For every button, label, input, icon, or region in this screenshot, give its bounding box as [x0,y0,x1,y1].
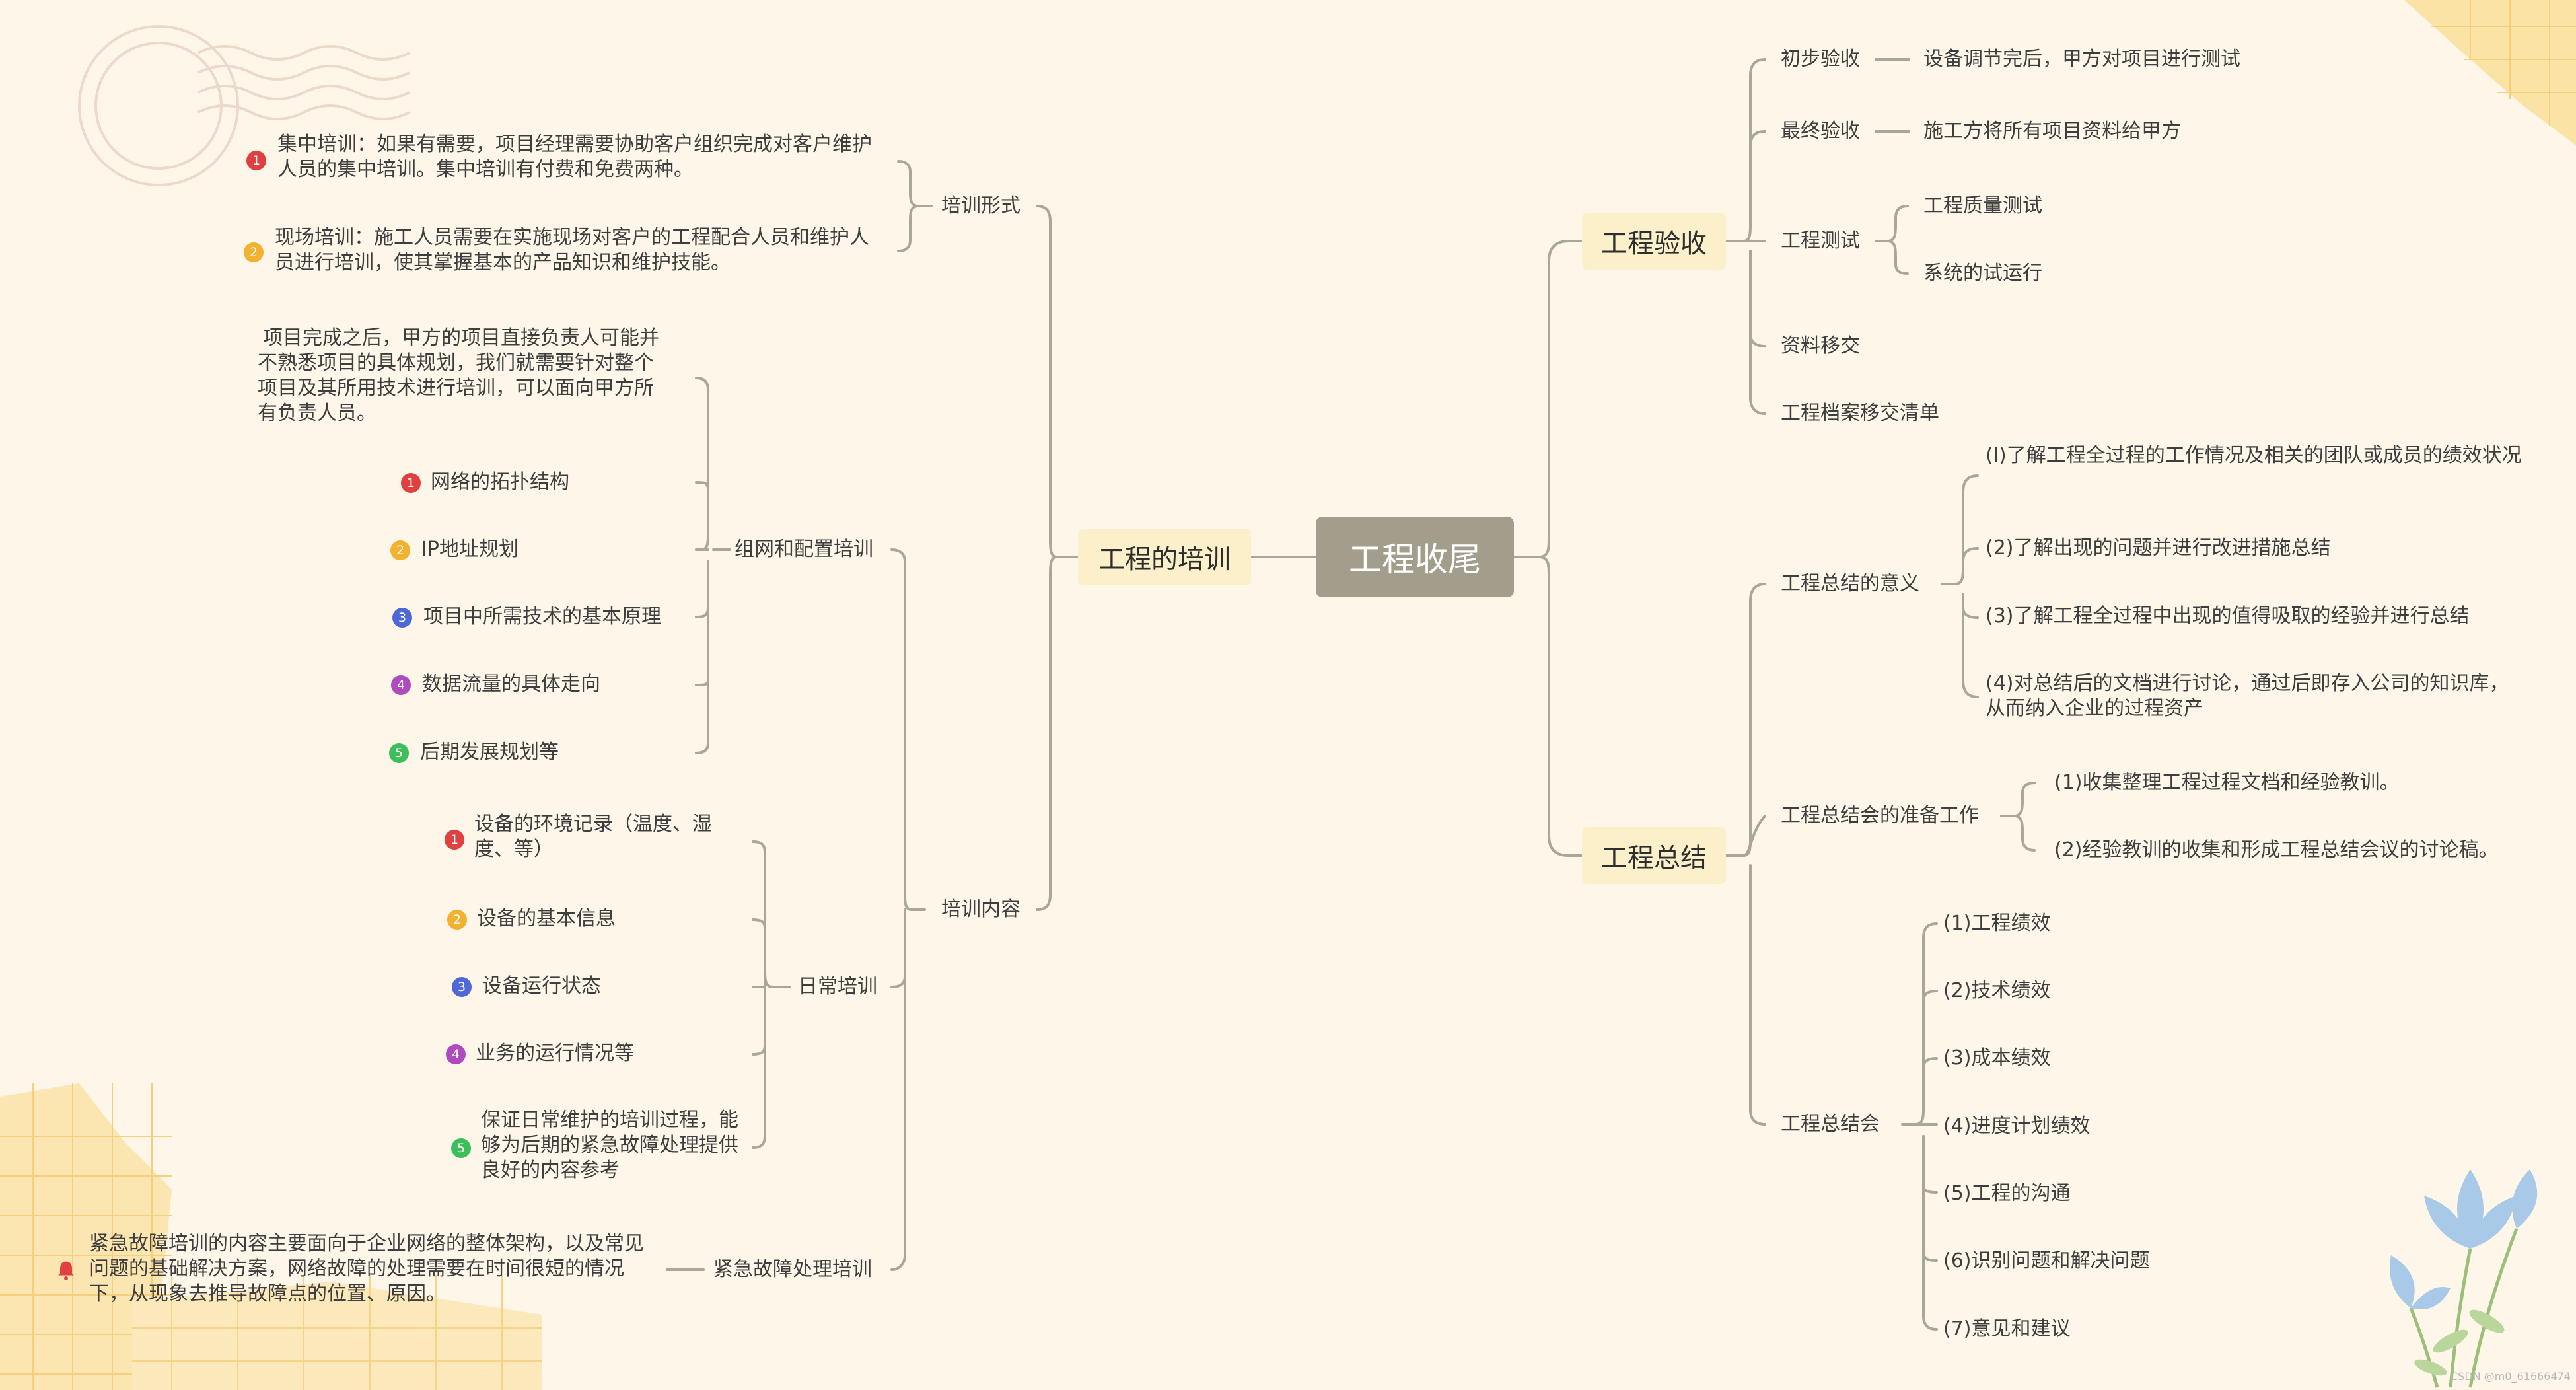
node-summary-prep[interactable]: 工程总结会的准备工作 [1781,804,1979,827]
summary-meaning-item-3[interactable]: (3)了解工程全过程中出现的值得吸取的经验并进行总结 [1986,604,2470,628]
meeting-item-4[interactable]: (4)进度计划绩效 [1943,1115,2091,1138]
number-badge-2: 2 [390,540,410,560]
main-node-training[interactable]: 工程的培训 [1078,529,1251,585]
root-node[interactable]: 工程收尾 [1316,517,1514,597]
summary-meaning-item-2[interactable]: (2)了解出现的问题并进行改进措施总结 [1986,536,2331,560]
number-badge-5: 5 [451,1138,471,1158]
summary-prep-item-1[interactable]: (1)收集整理工程过程文档和经验教训。 [2054,771,2400,794]
meeting-item-5[interactable]: (5)工程的沟通 [1943,1182,2071,1205]
number-badge-2: 2 [244,242,264,262]
node-training-content[interactable]: 培训内容 [941,898,1020,921]
node-summary-meeting[interactable]: 工程总结会 [1781,1113,1880,1136]
daily-item-1[interactable]: 设备的环境记录（温度、湿度、等） [474,813,712,861]
network-item-2[interactable]: IP地址规划 [421,538,519,561]
node-training-form[interactable]: 培训形式 [941,194,1020,217]
training-form-item-1[interactable]: 集中培训：如果有需要，项目经理需要协助客户组织完成对客户维护人员的集中培训。集中… [277,133,872,181]
emergency-desc[interactable]: 紧急故障培训的内容主要面向于企业网络的整体架构，以及常见问题的基础解决方案，网络… [89,1232,644,1305]
node-daily-training[interactable]: 日常培训 [798,975,877,998]
meeting-item-2[interactable]: (2)技术绩效 [1943,979,2051,1002]
project-test-item-2[interactable]: 系统的试运行 [1923,262,2042,285]
meeting-item-1[interactable]: (1)工程绩效 [1943,912,2051,935]
node-archive-list[interactable]: 工程档案移交清单 [1781,402,1939,425]
node-final-acceptance[interactable]: 最终验收 [1781,120,1860,143]
node-network-config-training[interactable]: 组网和配置培训 [734,538,873,561]
summary-meaning-item-4[interactable]: (4)对总结后的文档进行讨论，通过后即存入公司的知识库，从而纳入企业的过程资产 [1986,672,2509,720]
summary-meaning-item-1[interactable]: (l)了解工程全过程的工作情况及相关的团队或成员的绩效状况 [1986,444,2522,467]
number-badge-1: 1 [445,830,464,850]
meeting-item-6[interactable]: (6)识别问题和解决问题 [1943,1249,2150,1272]
daily-item-4[interactable]: 业务的运行情况等 [476,1042,634,1065]
network-item-1[interactable]: 网络的拓扑结构 [431,470,569,494]
number-badge-1: 1 [401,473,421,493]
meeting-item-7[interactable]: (7)意见和建议 [1943,1317,2071,1340]
network-item-4[interactable]: 数据流量的具体走向 [422,673,600,696]
number-badge-3: 3 [452,977,472,997]
node-initial-acceptance[interactable]: 初步验收 [1781,48,1860,71]
network-intro-text[interactable]: 项目完成之后，甲方的项目直接负责人可能并不熟悉项目的具体规划，我们就需要针对整个… [258,326,659,425]
number-badge-5: 5 [389,743,409,763]
flower-decoration [2390,1169,2538,1388]
summary-prep-item-2[interactable]: (2)经验教训的收集和形成工程总结会议的讨论稿。 [2054,838,2499,861]
number-badge-4: 4 [391,675,411,695]
bell-icon [58,1261,74,1280]
meeting-item-3[interactable]: (3)成本绩效 [1943,1046,2051,1070]
network-item-5[interactable]: 后期发展规划等 [420,741,559,764]
node-summary-meaning[interactable]: 工程总结的意义 [1781,572,1919,595]
node-data-transfer[interactable]: 资料移交 [1781,334,1860,357]
initial-acceptance-desc[interactable]: 设备调节完后，甲方对项目进行测试 [1923,48,2240,71]
project-test-item-1[interactable]: 工程质量测试 [1923,194,2042,217]
main-node-summary[interactable]: 工程总结 [1582,827,1726,884]
daily-item-5[interactable]: 保证日常维护的培训过程，能够为后期的紧急故障处理提供良好的内容参考 [481,1109,738,1182]
final-acceptance-desc[interactable]: 施工方将所有项目资料给甲方 [1923,120,2181,143]
grid-paper-decoration-top-right [2404,0,2576,145]
number-badge-2: 2 [447,910,467,930]
daily-item-3[interactable]: 设备运行状态 [482,974,601,998]
number-badge-1: 1 [246,151,266,170]
daily-item-2[interactable]: 设备的基本信息 [477,907,616,930]
number-badge-4: 4 [446,1044,466,1064]
node-emergency-training[interactable]: 紧急故障处理培训 [713,1258,872,1281]
network-item-3[interactable]: 项目中所需技术的基本原理 [423,605,661,628]
watermark-text: CSDN @m0_61666474 [2451,1370,2571,1383]
main-node-acceptance[interactable]: 工程验收 [1582,213,1726,270]
node-project-test[interactable]: 工程测试 [1781,229,1860,252]
training-form-item-2[interactable]: 现场培训：施工人员需要在实施现场对客户的工程配合人员和维护人员进行培训，使其掌握… [275,226,869,274]
postmark-decoration [78,25,410,186]
number-badge-3: 3 [392,608,412,628]
